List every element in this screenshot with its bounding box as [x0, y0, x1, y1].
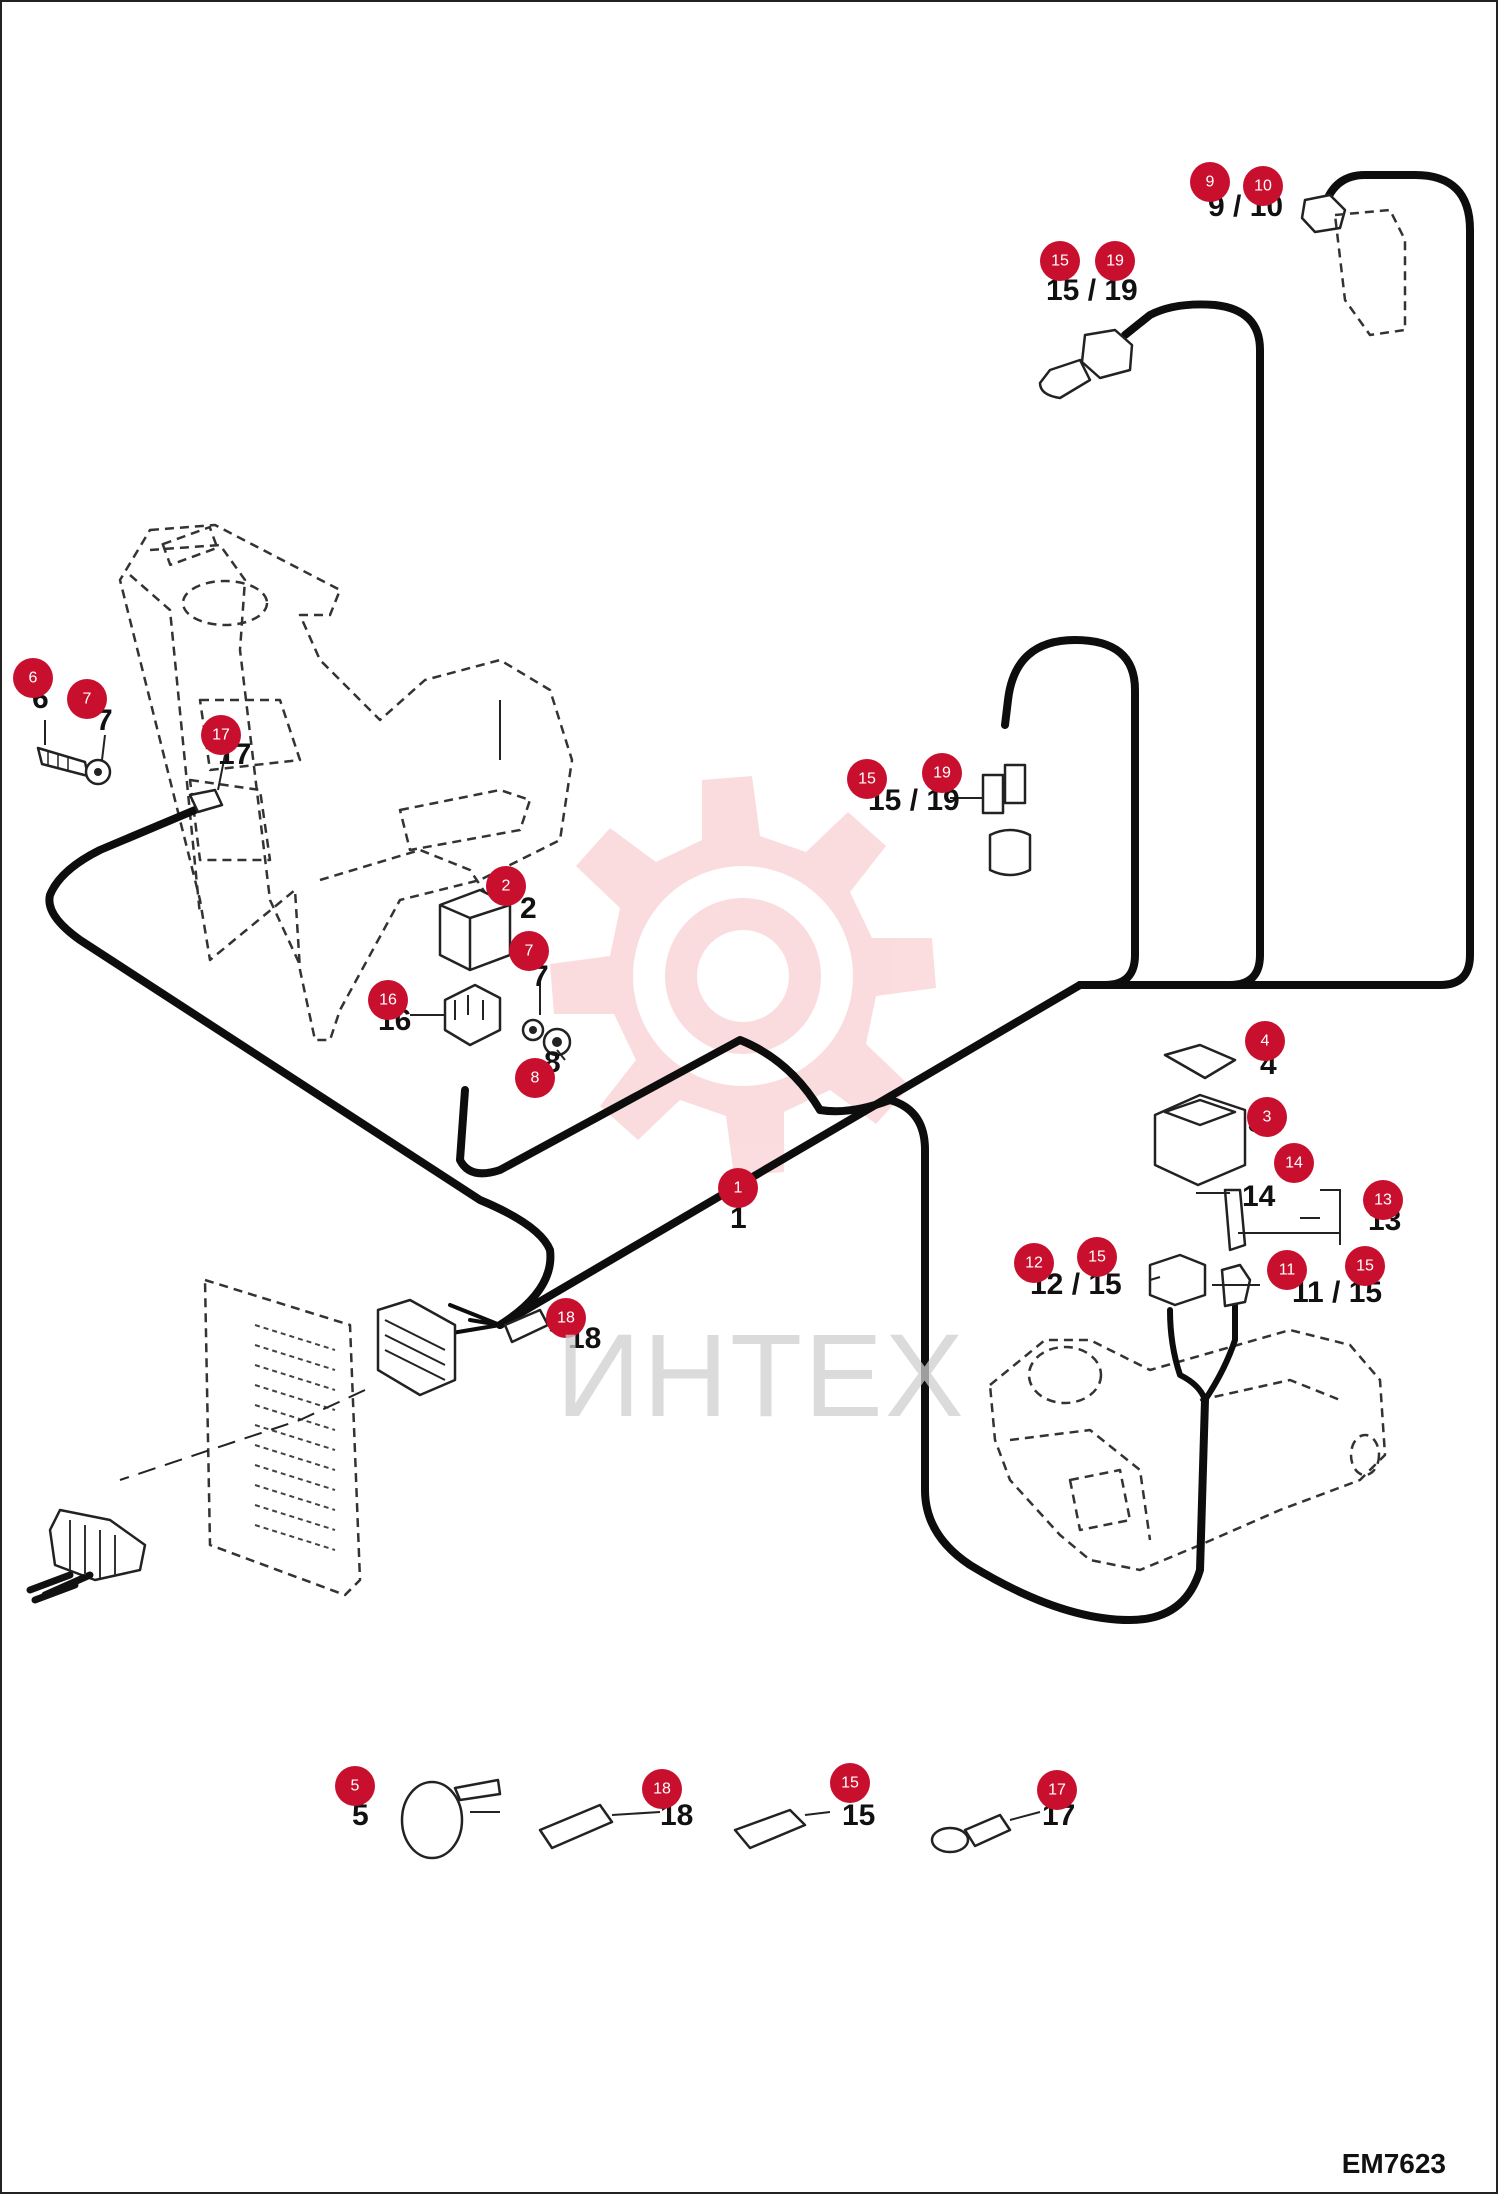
watermark-logo	[550, 776, 936, 1176]
callout-13: 13	[1363, 1180, 1403, 1220]
svg-text:10: 10	[1254, 178, 1272, 195]
svg-text:17: 17	[1048, 1782, 1066, 1799]
terminal-block	[376, 1298, 457, 1397]
terminal-part-15-loose	[733, 1808, 807, 1850]
callout-11: 11	[1267, 1250, 1307, 1290]
svg-text:17: 17	[212, 727, 230, 744]
label-part-1: 1	[730, 1202, 747, 1235]
svg-text:18: 18	[653, 1781, 671, 1798]
callout-2: 2	[486, 866, 526, 906]
svg-text:2: 2	[502, 878, 511, 895]
callout-15-switch-left: 15	[1077, 1237, 1117, 1277]
diagram-code: EM7623	[1341, 2148, 1446, 2179]
callout-4: 4	[1245, 1021, 1285, 1061]
svg-text:19: 19	[933, 765, 951, 782]
callout-7-center: 7	[509, 931, 549, 971]
svg-text:19: 19	[1106, 253, 1124, 270]
connector-part-9-10	[1300, 193, 1407, 337]
callout-16: 16	[368, 980, 408, 1020]
callout-6: 6	[13, 658, 53, 698]
label-part-14: 14	[1242, 1180, 1276, 1213]
svg-text:16: 16	[379, 992, 397, 1009]
svg-text:14: 14	[1285, 1155, 1303, 1172]
switch-part-3	[1153, 1093, 1247, 1187]
watermark-text: ИНТЕХ	[556, 1310, 966, 1442]
nut-part-8	[542, 1027, 572, 1057]
svg-text:8: 8	[531, 1070, 540, 1087]
frame-outline-left	[118, 523, 574, 1042]
callout-14: 14	[1274, 1143, 1314, 1183]
svg-text:13: 13	[1374, 1192, 1392, 1209]
fuse-panel-outline	[119, 1278, 366, 1597]
connector-part-18-loose	[538, 1803, 614, 1850]
washer-part-7-left	[84, 758, 112, 786]
callout-15-switch-right: 15	[1345, 1246, 1385, 1286]
callout-5: 5	[335, 1766, 375, 1806]
pressure-switch-part-15-19-top	[1038, 328, 1134, 400]
svg-text:9: 9	[1206, 174, 1215, 191]
callout-1: 1	[718, 1168, 758, 1208]
callout-19-middle: 19	[922, 753, 962, 793]
svg-text:7: 7	[525, 943, 534, 960]
callout-12: 12	[1014, 1243, 1054, 1283]
bolt-part-6	[36, 746, 90, 778]
svg-text:7: 7	[83, 691, 92, 708]
svg-text:3: 3	[1263, 1109, 1272, 1126]
svg-text:4: 4	[1261, 1033, 1270, 1050]
callout-15-middle: 15	[847, 759, 887, 799]
svg-text:15: 15	[858, 771, 876, 788]
svg-text:11: 11	[1279, 1262, 1296, 1279]
svg-text:15: 15	[1088, 1249, 1106, 1266]
connector-part-12-15	[1148, 1253, 1207, 1307]
callout-3: 3	[1247, 1097, 1287, 1137]
diode-part-14	[1223, 1188, 1247, 1252]
label-part-5: 5	[352, 1799, 369, 1832]
pressure-switch-part-15-19-middle	[981, 763, 1032, 877]
callout-15-loose: 15	[830, 1763, 870, 1803]
svg-text:5: 5	[351, 1778, 360, 1795]
callout-7-left: 7	[67, 679, 107, 719]
relay-socket-part-16	[443, 983, 502, 1047]
label-part-15-loose: 15	[842, 1799, 875, 1832]
bottom-left-connector	[26, 1508, 147, 1604]
callout-18-frame: 18	[546, 1298, 586, 1338]
callout-18-loose: 18	[642, 1769, 682, 1809]
callout-15-top: 15	[1040, 241, 1080, 281]
gasket-part-4	[1163, 1043, 1237, 1080]
cable-tie-part-5	[400, 1778, 502, 1860]
svg-text:15: 15	[1356, 1258, 1374, 1275]
svg-text:15: 15	[841, 1775, 859, 1792]
label-part-2: 2	[520, 892, 537, 925]
callout-19-top: 19	[1095, 241, 1135, 281]
callout-17-loose: 17	[1037, 1770, 1077, 1810]
callout-8: 8	[515, 1058, 555, 1098]
main-wiring-harness	[45, 171, 1474, 1624]
callout-9: 9	[1190, 162, 1230, 202]
ring-terminal-part-17-loose	[930, 1813, 1012, 1854]
svg-text:12: 12	[1025, 1255, 1043, 1272]
svg-text:18: 18	[557, 1310, 575, 1327]
callout-17-frame: 17	[201, 715, 241, 755]
ring-terminal-part-17-frame	[188, 788, 224, 814]
nut-part-7-center	[521, 1018, 545, 1042]
leader-lines	[44, 700, 1341, 1821]
frame-outline-right	[988, 1328, 1387, 1572]
svg-text:15: 15	[1051, 253, 1069, 270]
svg-text:6: 6	[29, 670, 38, 687]
callout-10: 10	[1243, 166, 1283, 206]
svg-text:1: 1	[734, 1180, 743, 1197]
